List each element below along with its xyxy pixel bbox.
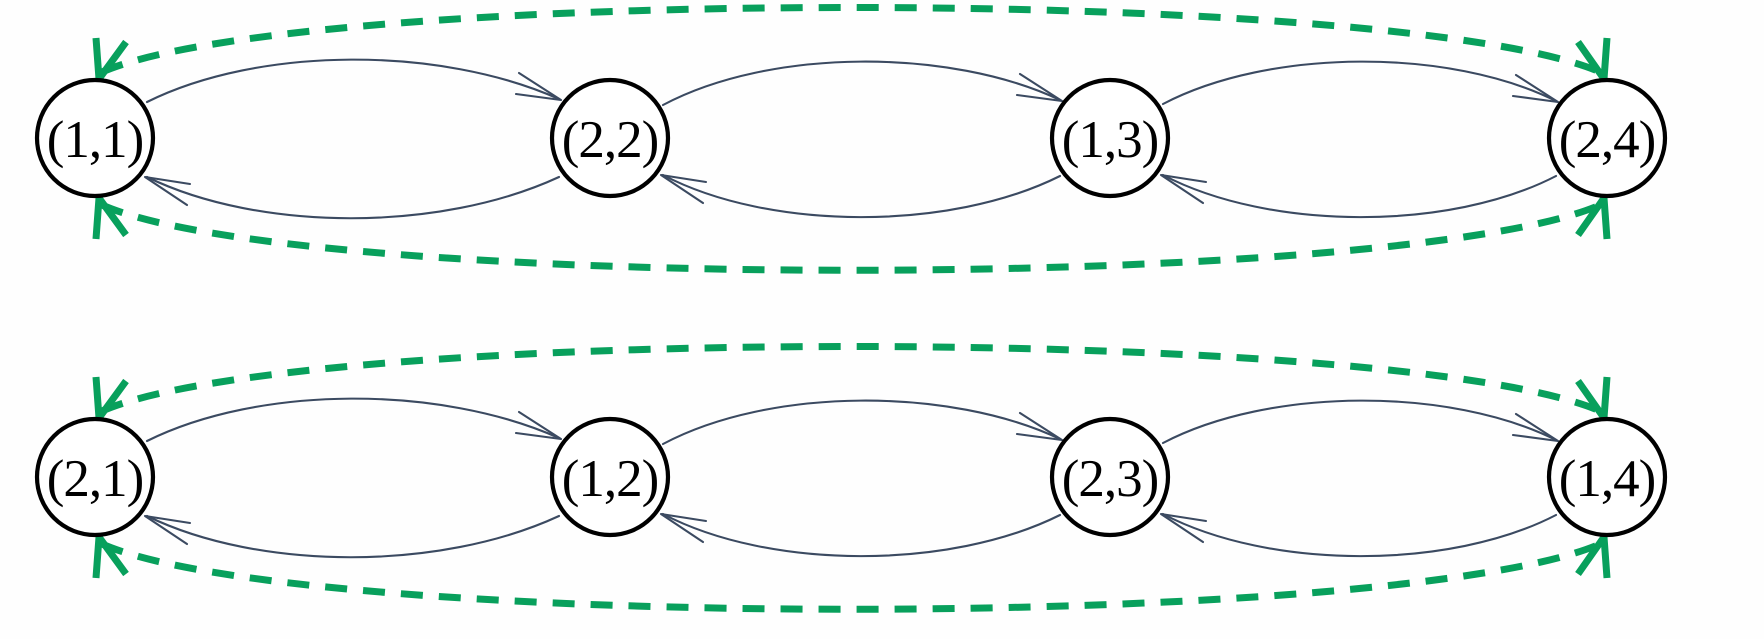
chain-edge-arrowhead [659,173,708,205]
wrap-edge-top-lower-arrowhead-right [1575,187,1611,240]
node-2-1[interactable]: (2,1) [34,416,156,538]
chain-edge-path [1161,173,1558,219]
node-label: (1,1) [47,111,144,169]
node-label: (2,3) [1062,450,1159,508]
wrap-edge-top-lower-path [100,201,1602,274]
node-circle [34,416,156,538]
chain-edge-arrowhead [1511,73,1560,104]
chain-edge-arrowhead [1159,512,1208,544]
chain-edge-arrowhead [514,71,563,102]
chain-edge-1-1-to-2-2[interactable] [145,58,563,104]
wrap-edge-bottom-lower-arrowhead-left [92,527,129,579]
chain-edge-1-3-to-2-4[interactable] [1161,60,1560,106]
node-1-1[interactable]: (1,1) [34,77,156,199]
node-2-4[interactable]: (2,4) [1546,77,1668,199]
wrap-edge-bottom-lower-arrowhead-right [1575,526,1611,579]
chain-edge-path [661,60,1062,107]
node-circle [549,416,671,538]
wrap-edge-bottom-upper-arrowhead-right [1575,376,1611,429]
chain-edge-path [145,397,561,443]
chain-edge-1-4-to-2-3[interactable] [1159,512,1558,558]
node-2-3[interactable]: (2,3) [1049,416,1171,538]
wrap-edge-top-upper-arrowhead-left [92,37,129,89]
chain-edge-path [145,175,561,220]
chain-edge-2-1-to-1-2[interactable] [145,397,563,443]
chain-edge-path [1161,399,1558,445]
node-label: (2,2) [562,111,659,169]
chain-edge-path [661,512,1062,558]
chain-edge-2-3-to-1-2[interactable] [659,512,1062,558]
chain-edge-arrowhead [1159,173,1208,205]
chain-edge-arrowhead [1015,72,1064,103]
node-label: (1,3) [1062,111,1159,169]
node-label: (2,4) [1559,111,1656,169]
node-circle [1049,77,1171,199]
chain-edge-2-3-to-1-4[interactable] [1161,399,1560,445]
node-2-2[interactable]: (2,2) [549,77,671,199]
chain-edge-1-3-to-2-2[interactable] [659,173,1062,219]
chain-edge-arrowhead [659,512,708,544]
chain-edge-arrowhead [143,514,192,546]
chain-edge-2-2-to-1-3[interactable] [661,60,1064,107]
chain-edge-path [1161,512,1558,558]
wrap-edge-top[interactable] [92,4,1611,274]
chain-edge-path [1161,60,1558,106]
wrap-edge-top-lower-arrowhead-left [92,188,129,240]
chain-edge-arrowhead [143,175,192,207]
node-circle [1049,416,1171,538]
node-label: (1,4) [1559,450,1656,508]
chain-edge-arrowhead [1015,411,1064,442]
node-label: (2,1) [47,450,144,508]
node-1-3[interactable]: (1,3) [1049,77,1171,199]
node-1-2[interactable]: (1,2) [549,416,671,538]
chain-edge-1-2-to-2-1[interactable] [143,514,561,559]
node-circle [1546,416,1668,538]
wrap-edge-bottom-lower-path [100,540,1602,613]
node-1-4[interactable]: (1,4) [1546,416,1668,538]
node-circle [549,77,671,199]
chain-edge-2-2-to-1-1[interactable] [143,175,561,220]
node-circle [34,77,156,199]
chain-edge-path [145,58,561,104]
chain-edge-arrowhead [1511,412,1560,443]
wrap-edge-top-upper-arrowhead-right [1575,37,1611,90]
node-label: (1,2) [562,450,659,508]
chain-edge-path [661,399,1062,446]
wrap-edge-bottom-upper-arrowhead-left [92,376,129,428]
node-circle [1546,77,1668,199]
chain-edge-2-4-to-1-3[interactable] [1159,173,1558,219]
wrap-edge-bottom[interactable] [92,343,1611,613]
chain-edge-1-2-to-2-3[interactable] [661,399,1064,446]
chain-edge-arrowhead [514,410,563,441]
chain-edge-path [145,514,561,559]
chain-edge-path [661,173,1062,219]
